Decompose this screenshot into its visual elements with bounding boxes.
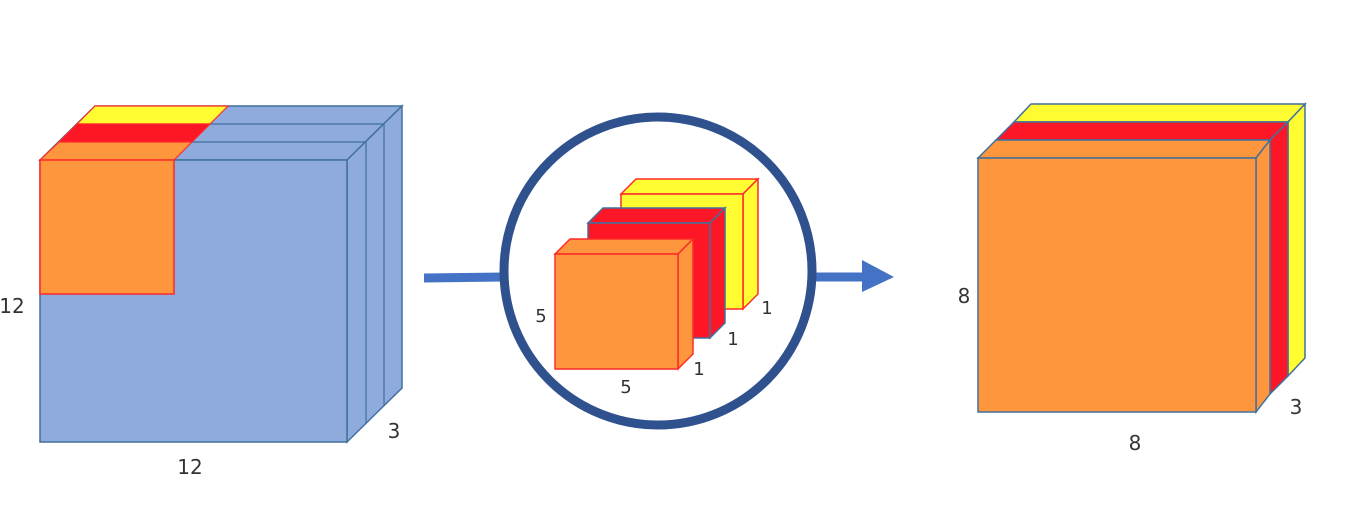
input-width-label: 12 xyxy=(177,455,202,479)
kernel-depth-label-front: 1 xyxy=(693,359,704,380)
kernel-group: 5 5 1 1 1 xyxy=(499,112,817,430)
input-height-label: 12 xyxy=(0,294,25,318)
kernel-depth-label-middle: 1 xyxy=(727,329,738,350)
input-depth-label: 3 xyxy=(388,419,401,443)
input-volume: 12 12 3 xyxy=(0,104,404,479)
output-height-label: 8 xyxy=(958,284,971,308)
output-width-label: 8 xyxy=(1129,431,1142,455)
receptive-field-front xyxy=(39,159,175,295)
arrow-input-to-kernel xyxy=(423,272,505,283)
output-volume: 8 8 3 xyxy=(958,102,1307,455)
kernel-width-label: 5 xyxy=(620,377,631,398)
kernel-height-label: 5 xyxy=(535,306,546,327)
receptive-field-orange-strip xyxy=(38,141,194,161)
kernel-slice-orange xyxy=(553,237,695,371)
arrow-kernel-to-output xyxy=(812,260,894,292)
kernel-depth-label-back: 1 xyxy=(761,298,772,319)
output-depth-label: 3 xyxy=(1290,395,1303,419)
receptive-field-yellow-strip xyxy=(75,105,230,125)
output-channel-orange xyxy=(976,137,1272,415)
receptive-field-red-strip xyxy=(57,123,212,143)
output-channel-yellow xyxy=(1012,102,1307,378)
input-volume-side-face xyxy=(346,104,403,444)
